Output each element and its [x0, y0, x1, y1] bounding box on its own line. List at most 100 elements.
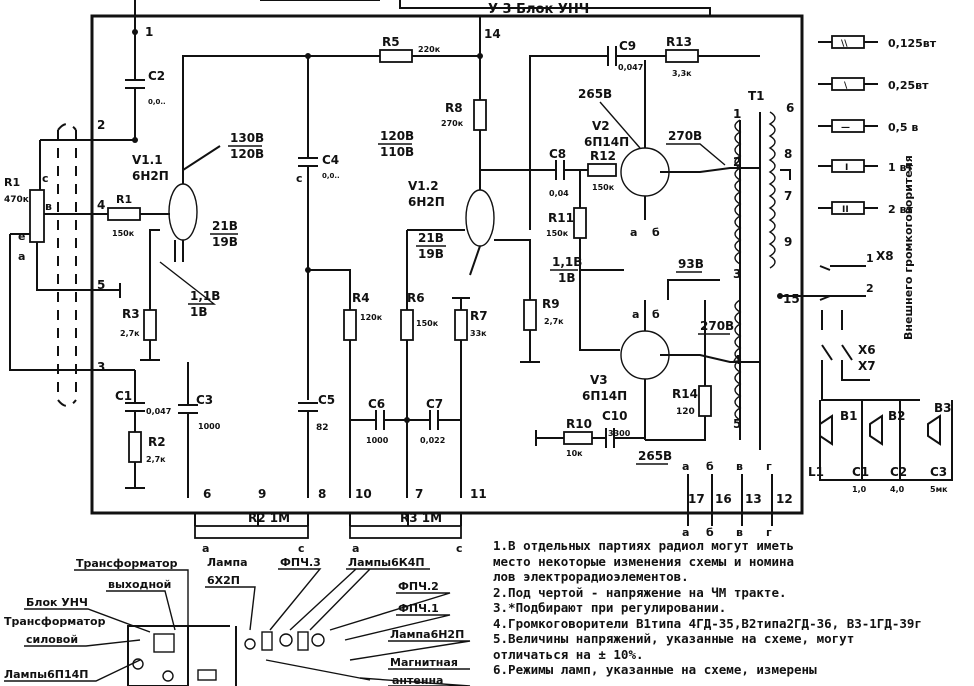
svg-text:21В: 21В — [212, 219, 238, 233]
svg-text:а: а — [632, 308, 639, 321]
label-unch-block: Блок УНЧ — [26, 596, 88, 609]
r7-label: R7 — [470, 309, 488, 323]
v1-1-tube — [168, 183, 198, 241]
svg-text:с: с — [42, 172, 49, 185]
svg-text:в: в — [736, 460, 743, 473]
svg-text:а: а — [682, 526, 689, 539]
c5-capacitor — [298, 402, 318, 498]
r1-label: R1 — [116, 193, 132, 206]
svg-text:120к: 120к — [360, 313, 383, 322]
svg-text:6П14П: 6П14П — [582, 389, 627, 403]
node-10: 10 — [355, 487, 372, 501]
v3-cathode-voltage: 265В — [638, 449, 672, 463]
c4-capacitor — [298, 56, 318, 400]
note-line: отличаться на ± 10%. — [493, 646, 644, 662]
x7-label: X7 — [858, 359, 876, 373]
shield-cable-ends — [57, 123, 77, 407]
node-17: 17 — [688, 492, 705, 506]
svg-text:выходной: выходной — [108, 578, 171, 591]
svg-text:1000: 1000 — [198, 422, 221, 431]
svg-text:93В: 93В — [678, 257, 704, 271]
c8-label: C8 — [549, 147, 566, 161]
svg-text:а: а — [682, 460, 689, 473]
r10-label: R10 — [566, 417, 592, 431]
r7-resistor — [454, 309, 468, 341]
c1-label: C1 — [115, 389, 132, 403]
svg-text:б: б — [652, 226, 660, 239]
b3-label: B3 — [934, 401, 952, 415]
r8-resistor — [473, 99, 487, 131]
c3-capacitor — [178, 362, 198, 498]
note-line: лов электрорадиоэлементов. — [493, 569, 689, 584]
svg-text:3,3к: 3,3к — [672, 69, 692, 78]
svg-text:\\: \\ — [841, 39, 848, 49]
svg-text:0,022: 0,022 — [420, 436, 445, 445]
node-16: 16 — [715, 492, 732, 506]
r6-resistor — [400, 309, 414, 341]
legend-025w: 0,25вт — [888, 79, 929, 92]
t1-label: Т1 — [748, 89, 765, 103]
r3-pot-label: R3 1М — [400, 511, 442, 525]
svg-text:C3: C3 — [930, 465, 947, 479]
svg-text:6Н2П: 6Н2П — [408, 195, 445, 209]
c9-label: C9 — [619, 39, 636, 53]
note-line: 1.В отдельных партиях радиол могут иметь — [493, 538, 795, 553]
node-7: 7 — [415, 487, 423, 501]
node-14: 14 — [484, 27, 501, 41]
svg-text:150к: 150к — [112, 229, 135, 238]
svg-text:силовой: силовой — [26, 633, 78, 646]
svg-text:220к: 220к — [418, 45, 441, 54]
svg-text:19В: 19В — [212, 235, 238, 249]
r14-resistor — [698, 385, 712, 417]
svg-text:I: I — [845, 163, 848, 173]
c8-capacitor — [480, 160, 616, 240]
r2-label: R2 — [148, 435, 166, 449]
svg-text:\: \ — [844, 81, 848, 91]
note-line: 2.Под чертой - напряжение на ЧМ тракте. — [493, 584, 787, 600]
svg-text:1В: 1В — [190, 305, 208, 319]
r2-1m-potentiometer — [194, 525, 309, 539]
label-output-transformer: Трансформатор — [76, 557, 178, 570]
r14-label: R14 — [672, 387, 698, 401]
note-line: место некоторые изменения схемы и номина — [493, 553, 795, 569]
svg-text:19В: 19В — [418, 247, 444, 261]
note-line: 5.Величины напряжений, указанные на схем… — [493, 631, 855, 646]
svg-text:0,04: 0,04 — [549, 189, 569, 198]
svg-text:с: с — [456, 542, 463, 555]
svg-text:в: в — [736, 526, 743, 539]
svg-text:C2: C2 — [890, 465, 907, 479]
svg-text:6Х2П: 6Х2П — [207, 574, 240, 587]
node-8: 8 — [318, 487, 326, 501]
svg-text:150к: 150к — [416, 319, 439, 328]
node-1: 1 — [145, 25, 153, 39]
x6-x7-switch — [821, 310, 920, 401]
v12-anode-voltage: 120В — [380, 129, 414, 143]
block-title: У 3 Блок УНЧ — [488, 2, 589, 17]
svg-text:с: с — [298, 542, 305, 555]
svg-text:5: 5 — [733, 417, 741, 431]
c2-label: C2 — [148, 69, 165, 83]
r5-resistor — [379, 49, 413, 63]
svg-text:6: 6 — [786, 101, 794, 115]
r3-label: R3 — [122, 307, 140, 321]
svg-text:120В: 120В — [230, 147, 264, 161]
legend-05w: 0,5 в — [888, 121, 918, 134]
svg-text:150к: 150к — [592, 183, 615, 192]
c5-label: C5 — [318, 393, 335, 407]
svg-text:в: в — [45, 200, 52, 213]
svg-text:33к: 33к — [470, 329, 487, 338]
svg-text:0,0..: 0,0.. — [322, 172, 340, 180]
svg-text:—: — — [841, 123, 850, 133]
svg-text:а: а — [18, 250, 25, 263]
resistor-power-legend: \\ \ — I II 0,125вт 0,25вт 0,5 в 1 вт 2 … — [818, 35, 937, 216]
label-fpch1: ФПЧ.1 — [398, 602, 439, 615]
b1-label: B1 — [840, 409, 858, 423]
x8-jack — [819, 265, 866, 301]
svg-text:270В: 270В — [700, 319, 734, 333]
r4-resistor — [343, 309, 357, 341]
svg-text:82: 82 — [316, 423, 329, 433]
svg-text:7: 7 — [784, 189, 792, 203]
svg-text:г: г — [766, 460, 772, 473]
r4-label: R4 — [352, 291, 370, 305]
r11-resistor — [573, 207, 587, 239]
